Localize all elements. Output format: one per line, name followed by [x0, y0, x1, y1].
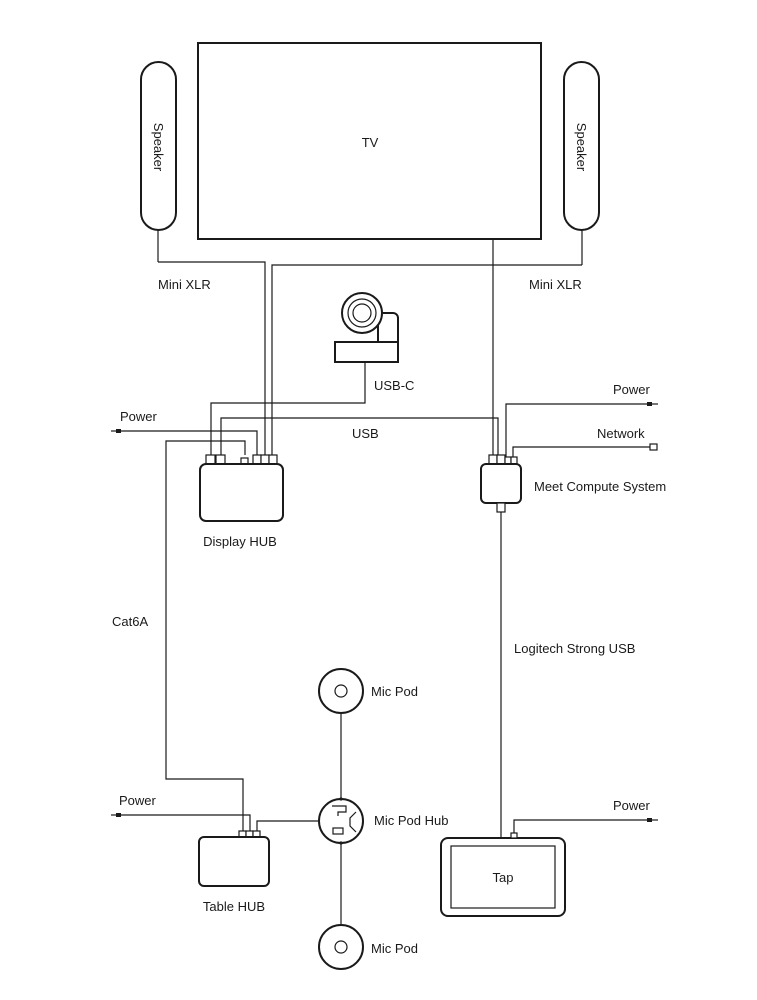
display-hub-power-label: Power	[120, 409, 158, 424]
mini-xlr-right-label: Mini XLR	[529, 277, 582, 292]
display-hub-power-plug-icon	[111, 429, 121, 433]
tv: TV	[197, 42, 542, 240]
table-hub: Table HUB	[198, 830, 270, 914]
speaker-right: Speaker	[563, 61, 600, 231]
tap: Tap	[440, 832, 566, 917]
tap-power-label: Power	[613, 798, 651, 813]
compute-power-label: Power	[613, 382, 651, 397]
display-hub-ports	[205, 454, 278, 465]
table-hub-power-cable	[116, 814, 251, 833]
speaker-right-label: Speaker	[574, 123, 589, 172]
compute-power-cable	[505, 403, 652, 457]
cables	[116, 230, 652, 925]
tap-power-plug-icon	[647, 818, 658, 822]
network-plug-icon	[649, 443, 658, 451]
camera-icon	[334, 292, 399, 363]
table-hub-power-plug-icon	[111, 813, 121, 817]
tap-power-cable	[513, 819, 652, 838]
mini-xlr-right-cable	[271, 264, 582, 455]
usb-c-cable	[210, 362, 366, 455]
table-hub-power-label: Power	[119, 793, 157, 808]
display-hub-power-cable	[116, 430, 258, 455]
display-hub: Display HUB	[199, 454, 284, 549]
table-hub-label: Table HUB	[203, 899, 265, 914]
mic-pod-hub-cable	[256, 820, 320, 833]
display-hub-label: Display HUB	[203, 534, 277, 549]
speaker-left-label: Speaker	[151, 123, 166, 172]
meet-compute-system: Meet Compute System	[480, 454, 666, 513]
mic-pod-hub: Mic Pod Hub	[318, 797, 448, 845]
meet-compute-label: Meet Compute System	[534, 479, 666, 494]
compute-power-plug-icon	[647, 402, 658, 406]
usb-cable	[220, 417, 499, 455]
mini-xlr-left-label: Mini XLR	[158, 277, 211, 292]
network-cable	[512, 446, 652, 457]
mic-pod-bottom: Mic Pod	[318, 924, 418, 970]
cat6a-label: Cat6A	[112, 614, 148, 629]
plug-ends	[111, 402, 658, 822]
usb-c-label: USB-C	[374, 378, 414, 393]
cat6a-cable	[165, 440, 246, 833]
connection-labels: Mini XLR Mini XLR USB-C USB Power Power …	[112, 277, 651, 813]
usb-label: USB	[352, 426, 379, 441]
tap-label: Tap	[493, 870, 514, 885]
mic-pod-bottom-label: Mic Pod	[371, 941, 418, 956]
mic-pod-top: Mic Pod	[318, 668, 418, 714]
tv-label: TV	[362, 135, 379, 150]
mini-xlr-left-cable	[158, 261, 266, 455]
strong-usb-label: Logitech Strong USB	[514, 641, 635, 656]
network-label: Network	[597, 426, 645, 441]
mic-pod-hub-label: Mic Pod Hub	[374, 813, 448, 828]
mic-pod-top-label: Mic Pod	[371, 684, 418, 699]
speaker-left: Speaker	[140, 61, 177, 231]
